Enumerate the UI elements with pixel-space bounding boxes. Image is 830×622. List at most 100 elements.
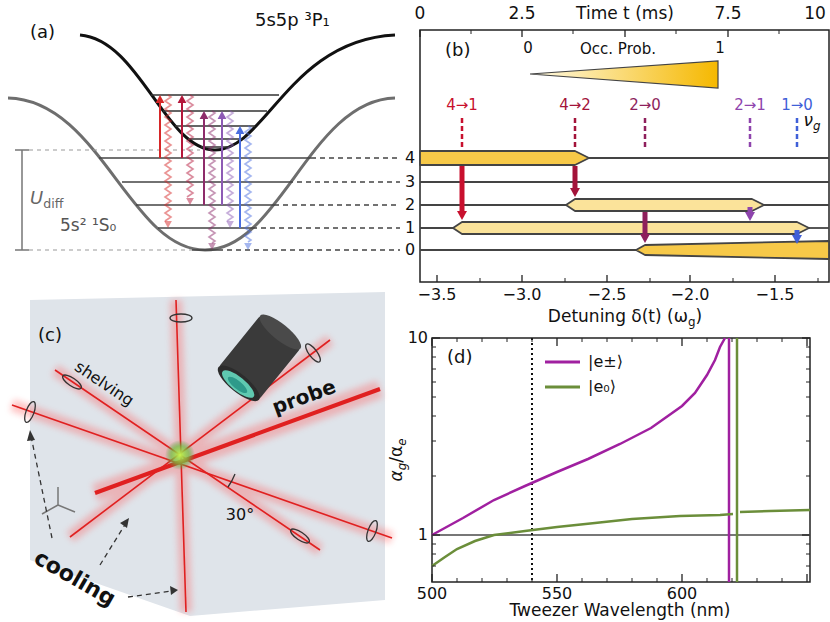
- label-group: |e₀⟩: [588, 378, 616, 396]
- axis-tick: [432, 544, 436, 545]
- label: 1: [418, 525, 428, 544]
- absorption-arrow-head: [236, 126, 245, 134]
- label: g: [394, 463, 408, 471]
- depth-guides: [29, 150, 200, 250]
- label-group: αg/αe: [387, 438, 409, 481]
- transition-marker: [574, 118, 577, 148]
- emission-arrow-head: [226, 221, 234, 228]
- label-group: 2→1: [734, 97, 766, 114]
- label: e: [394, 438, 408, 445]
- label: U: [30, 187, 43, 208]
- label-group: Udiff: [30, 188, 63, 211]
- e-0-curve-tail: [740, 510, 810, 512]
- transition-marker: [749, 118, 752, 148]
- axis-tick: [556, 574, 557, 582]
- axis-tick: [727, 30, 728, 37]
- label-group: 500: [417, 585, 448, 603]
- wavelength-marker: [531, 338, 533, 582]
- panel-b-art: [420, 30, 829, 282]
- axis-tick: [457, 338, 458, 342]
- label-group: Time t (ms): [576, 4, 674, 24]
- transition-arrow-head: [640, 234, 650, 243]
- axis-tick: [806, 441, 810, 442]
- label: 5s² ¹S₀: [60, 215, 116, 235]
- label: 600: [667, 584, 698, 603]
- absorption-arrow: [239, 133, 241, 228]
- transition-arrow: [643, 212, 648, 235]
- axis-tick: [657, 578, 658, 582]
- atom-glow: [165, 440, 195, 470]
- label: (b): [445, 39, 470, 60]
- emission-arrow-head: [208, 243, 216, 250]
- axis-tick: [806, 476, 810, 477]
- label: 4→1: [446, 96, 478, 114]
- label-group: Tweezer Wavelength (nm): [509, 601, 730, 621]
- label-group: |e±⟩: [588, 353, 623, 371]
- beam-glow: [12, 300, 392, 612]
- axis-tick: [632, 578, 633, 582]
- emission-arrow: [245, 126, 251, 242]
- axis-tick: [806, 382, 810, 383]
- axis-tick: [806, 416, 810, 417]
- label: 500: [417, 584, 448, 603]
- label: 4→2: [559, 96, 591, 114]
- level-line: [420, 181, 829, 183]
- axis-tick: [419, 30, 420, 37]
- transition-arrow: [460, 166, 465, 212]
- absorption-arrow-head: [156, 95, 165, 103]
- axis-tick: [432, 441, 436, 442]
- axis-tick: [432, 397, 436, 398]
- label: Occ. Prob.: [580, 40, 656, 58]
- label-group: −2.0: [671, 286, 710, 304]
- axis-tick: [806, 338, 807, 346]
- label-group: 1: [715, 40, 725, 57]
- axis-tick: [432, 476, 436, 477]
- label: 1→0: [781, 96, 813, 114]
- axis-tick: [681, 574, 682, 582]
- axis-tick: [521, 275, 522, 282]
- label: diff: [43, 196, 63, 211]
- polarization-circles: [22, 314, 379, 545]
- label: 0: [415, 3, 426, 23]
- label-group: 2: [405, 196, 415, 214]
- label: g: [688, 314, 696, 328]
- e-pm-resonance: [728, 338, 731, 582]
- label-group: probe: [269, 375, 339, 419]
- axis-tick: [757, 338, 758, 342]
- label: −2.0: [671, 285, 710, 304]
- label: 7.5: [714, 3, 741, 23]
- label: |e±⟩: [588, 352, 623, 371]
- plot-frame: [432, 338, 810, 582]
- axis-tick: [556, 338, 557, 346]
- label-group: 30°: [226, 506, 254, 524]
- occupied-level: [453, 222, 809, 234]
- axis-tick: [757, 578, 758, 582]
- axis-tick: [432, 534, 440, 535]
- label: 2→0: [629, 96, 661, 114]
- axis-tick: [806, 544, 810, 545]
- axis-tick: [431, 338, 432, 346]
- label-group: cooling: [30, 545, 120, 612]
- emission-arrow: [209, 111, 215, 243]
- legend-line: [545, 386, 580, 389]
- occupied-level: [420, 151, 589, 165]
- axis-tick: [732, 338, 733, 342]
- axis-tick: [432, 369, 436, 370]
- label-group: −3.0: [503, 286, 542, 304]
- label-group: 2→0: [629, 97, 661, 114]
- label-group: 1: [418, 526, 428, 544]
- transition-arrow-head: [792, 235, 802, 244]
- axis-tick: [650, 278, 651, 282]
- label: −1.5: [756, 285, 795, 304]
- plot-frame: [420, 30, 829, 282]
- panel-d-art: [432, 338, 810, 582]
- e-0-resonance: [736, 338, 739, 582]
- axis-tick: [818, 278, 819, 282]
- label-group: 1: [405, 219, 415, 237]
- absorption-arrow: [203, 118, 205, 205]
- label-group: 5s5p ³P₁: [255, 10, 330, 31]
- axis-tick: [774, 275, 775, 282]
- emission-arrow-head: [244, 243, 252, 250]
- generated-art: [156, 30, 829, 582]
